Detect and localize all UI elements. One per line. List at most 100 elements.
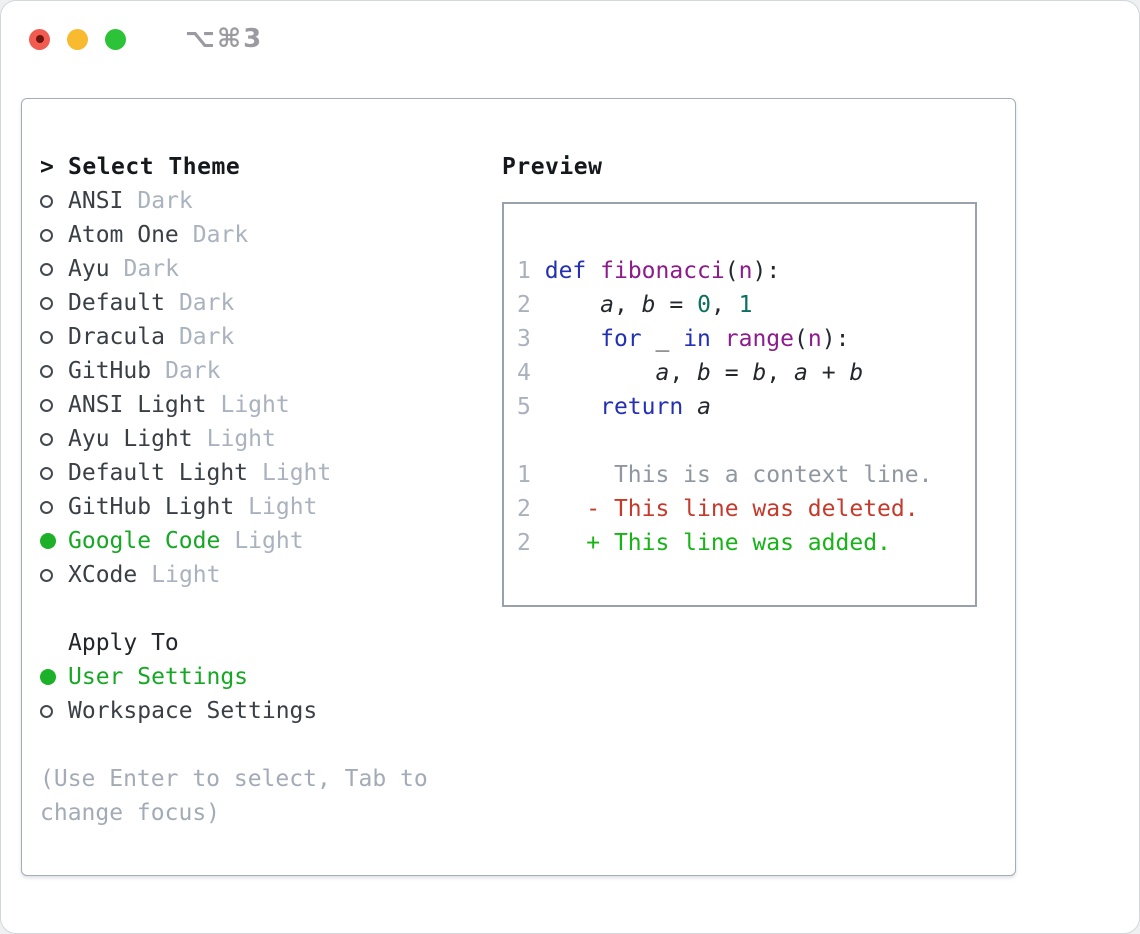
token-var: b [697,360,711,386]
code-line: 3 for _ in range(n): [517,322,975,356]
preview-column: Preview 1 def fibonacci(n):2 a, b = 0, 1… [502,99,985,607]
code-line: 5 return a [517,390,975,424]
radio-icon [40,364,53,378]
preview-heading-label: Preview [502,154,603,180]
theme-variant: Light [206,426,276,452]
theme-variant: Light [234,528,304,554]
token-kw: in [683,326,711,352]
radio-icon [40,704,53,718]
token-pln [531,360,656,386]
token-pln: ): [752,258,781,284]
theme-variant: Dark [192,222,249,248]
theme-variant: Dark [137,188,193,214]
token-kw: for [600,326,642,352]
code-line: 1 def fibonacci(n): [517,254,975,288]
token-fn: n [738,258,753,284]
spacer [40,592,502,626]
token-var: a [655,360,670,386]
zoom-button[interactable] [105,28,126,50]
theme-variant: Light [151,562,221,588]
token-kw: def [544,258,587,284]
hint-text: (Use Enter to select, Tab to change focu… [40,766,428,826]
window-title: ⌥⌘3 [185,24,264,54]
selected-radio-icon [40,533,56,549]
token-fn: n [807,326,822,352]
theme-name: Dracula [68,324,165,350]
close-button[interactable] [29,28,50,50]
radio-icon [40,228,53,242]
token-pln [683,394,697,420]
token-pln [711,326,725,352]
token-pln: ( [724,258,739,284]
token-pln: , [613,292,642,318]
apply-option-label: User Settings [68,664,249,690]
theme-variant: Dark [123,256,179,282]
diff-context-line: 1 This is a context line. [517,458,975,492]
token-pln: ): [821,326,850,352]
radio-icon [40,330,53,344]
token-fn: range [724,326,795,352]
apply-to-heading-label: Apply To [68,630,179,656]
preview-heading: Preview [502,150,985,184]
token-ctx: This is a context line. [530,462,933,488]
theme-option-atom-one[interactable]: Atom One Dark [40,218,502,252]
token-var: a [600,292,614,318]
token-lit: 0 [697,292,711,318]
theme-option-xcode[interactable]: XCode Light [40,558,502,592]
token-pln [531,292,600,318]
token-add: + This line was added. [530,530,891,556]
theme-name: GitHub [68,358,152,384]
apply-option-label: Workspace Settings [68,698,318,724]
token-pln: ( [794,326,808,352]
theme-variant: Dark [178,324,235,350]
line-number: 1 [517,462,531,488]
cursor-arrow-icon: > [40,154,54,180]
token-pln [531,394,600,420]
radio-icon [40,398,53,412]
theme-name: GitHub Light [68,494,235,520]
diff-added-line: 2 + This line was added. [517,526,975,560]
minimize-button[interactable] [67,28,88,50]
theme-name: ANSI Light [68,392,207,418]
blank-line [517,424,975,458]
theme-option-ansi[interactable]: ANSI Dark [40,184,502,218]
token-pln: + [807,360,850,386]
token-pln: , [766,360,795,386]
diff-deleted-line: 2 - This line was deleted. [517,492,975,526]
token-pln [531,258,545,284]
token-kw: return [600,394,684,420]
line-number: 1 [517,258,531,284]
line-number: 4 [517,360,531,386]
theme-name: ANSI [68,188,124,214]
theme-option-github-light[interactable]: GitHub Light Light [40,490,502,524]
theme-option-ansi-light[interactable]: ANSI Light Light [40,388,502,422]
theme-variant: Light [248,494,318,520]
apply-option-user-settings[interactable]: User Settings [40,660,502,694]
theme-option-dracula[interactable]: Dracula Dark [40,320,502,354]
theme-name: XCode [68,562,138,588]
code-line: 4 a, b = b, a + b [517,356,975,390]
window-titlebar: ⌥⌘3 [29,24,264,54]
code-line: 2 a, b = 0, 1 [517,288,975,322]
theme-name: Atom One [68,222,179,248]
token-lit: 1 [738,292,753,318]
theme-variant: Dark [165,358,221,384]
theme-variant: Light [220,392,290,418]
radio-icon [40,194,53,208]
radio-icon [40,296,53,310]
apply-option-workspace-settings[interactable]: Workspace Settings [40,694,502,728]
token-var: a [794,360,808,386]
select-theme-heading: > Select Theme [40,150,502,184]
theme-option-github[interactable]: GitHub Dark [40,354,502,388]
radio-icon [40,568,53,582]
theme-name: Default Light [68,460,249,486]
